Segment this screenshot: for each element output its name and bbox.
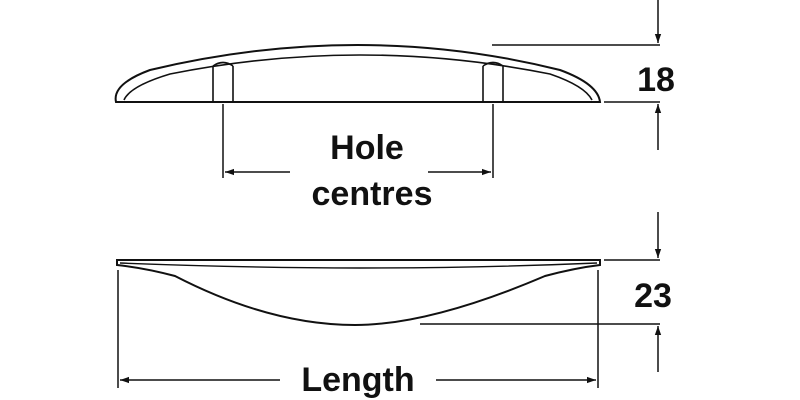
length-label: Length [301,361,414,399]
height-value: 18 [637,61,675,99]
hole-label-line2: centres [312,175,433,213]
length-dimension [117,270,599,388]
hole-centres-dimension [222,104,494,178]
side-view [114,44,602,103]
side-view-outer-profile [114,44,602,103]
depth-value: 23 [634,277,672,315]
height-dimension [492,0,662,150]
left-mounting-post [212,61,234,102]
top-view-outer-profile [116,259,601,327]
side-view-inner-profile [123,54,593,101]
top-view [116,259,601,327]
depth-dimension [420,212,662,372]
right-mounting-post [482,61,504,102]
top-view-inner-edge [119,262,598,269]
hole-label-line1: Hole [330,129,404,167]
